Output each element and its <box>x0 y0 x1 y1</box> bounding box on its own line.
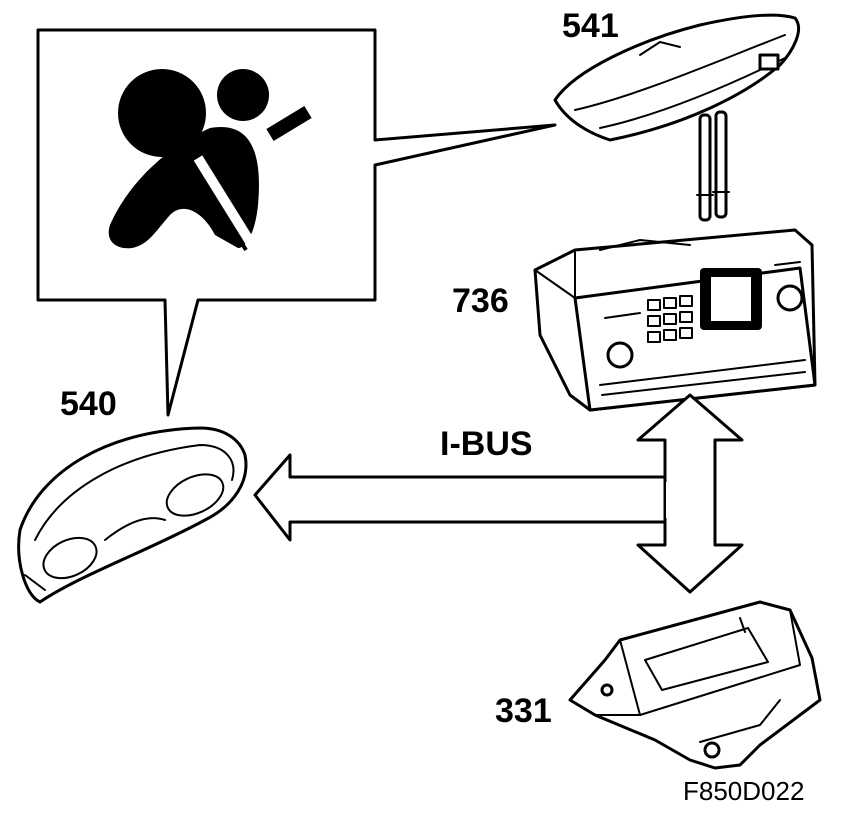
airbag-warning-callout <box>36 28 557 417</box>
label-i-bus: I-BUS <box>440 425 533 463</box>
audio-unit-icon <box>533 228 817 412</box>
label-540: 540 <box>60 385 117 423</box>
connector-pins <box>696 110 730 222</box>
instrument-cluster-icon <box>17 426 248 604</box>
label-331: 331 <box>495 692 552 730</box>
label-541: 541 <box>562 7 619 45</box>
roof-console-icon <box>553 13 801 142</box>
label-736: 736 <box>452 282 509 320</box>
airbag-warning-icon <box>108 69 312 252</box>
airbag-control-module-icon <box>568 600 822 770</box>
figure-code: F850D022 <box>683 776 804 806</box>
ibus-bus-arrows <box>253 393 744 594</box>
